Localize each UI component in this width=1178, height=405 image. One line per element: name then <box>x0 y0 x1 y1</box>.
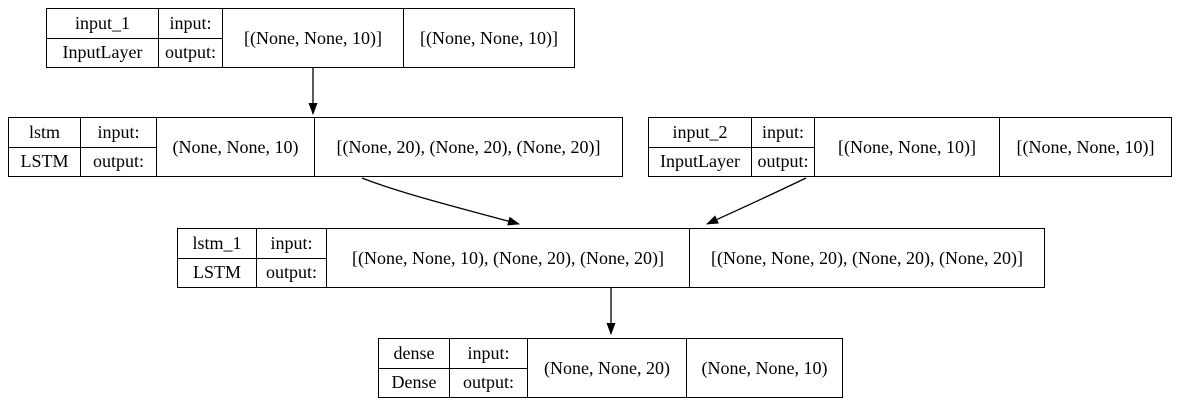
output-label: output: <box>265 262 317 283</box>
layer-name-type-cell: dense Dense <box>379 339 449 397</box>
output-label: output: <box>164 42 216 63</box>
input-label: input: <box>450 339 527 369</box>
input-label: input: <box>257 229 326 259</box>
layer-name: dense <box>379 339 449 369</box>
edge-lstm-to-lstm_1-arrow-icon <box>361 177 520 226</box>
layer-node-input_2: input_2 InputLayer input: output: [(None… <box>648 117 1172 177</box>
layer-node-lstm: lstm LSTM input: output: (None, None, 10… <box>8 117 623 177</box>
layer-name: input_2 <box>649 118 751 148</box>
output-shape: [(None, 20), (None, 20), (None, 20)] <box>314 118 622 176</box>
output-label: output: <box>757 151 809 172</box>
layer-name: input_1 <box>47 9 158 39</box>
output-label: output: <box>462 372 514 393</box>
input-label: input: <box>159 9 222 39</box>
input-shape: (None, None, 10) <box>156 118 314 176</box>
layer-node-input_1: input_1 InputLayer input: output: [(None… <box>46 8 575 68</box>
output-shape: [(None, None, 10)] <box>403 9 574 67</box>
output-shape: [(None, None, 10)] <box>999 118 1171 176</box>
layer-type: InputLayer <box>660 151 740 172</box>
input-label: input: <box>81 118 156 148</box>
layer-name-type-cell: lstm_1 LSTM <box>178 229 256 287</box>
io-labels-cell: input: output: <box>80 118 156 176</box>
layer-type: LSTM <box>20 151 69 172</box>
layer-type: Dense <box>391 372 437 393</box>
layer-name-type-cell: lstm LSTM <box>9 118 80 176</box>
input-label: input: <box>752 118 814 148</box>
layer-type: LSTM <box>192 262 241 283</box>
input-shape: [(None, None, 10)] <box>222 9 403 67</box>
output-shape: (None, None, 10) <box>686 339 842 397</box>
layer-name: lstm <box>9 118 80 148</box>
input-shape: [(None, None, 10), (None, 20), (None, 20… <box>326 229 689 287</box>
io-labels-cell: input: output: <box>751 118 814 176</box>
io-labels-cell: input: output: <box>449 339 527 397</box>
output-label: output: <box>92 151 144 172</box>
layer-node-dense: dense Dense input: output: (None, None, … <box>378 338 843 398</box>
io-labels-cell: input: output: <box>256 229 326 287</box>
layer-node-lstm_1: lstm_1 LSTM input: output: [(None, None,… <box>177 228 1045 288</box>
layer-name-type-cell: input_1 InputLayer <box>47 9 158 67</box>
edge-input_2-to-lstm_1-arrow-icon <box>706 177 807 225</box>
layer-type: InputLayer <box>62 42 143 63</box>
input-shape: (None, None, 20) <box>527 339 686 397</box>
io-labels-cell: input: output: <box>158 9 222 67</box>
layer-name-type-cell: input_2 InputLayer <box>649 118 751 176</box>
layer-name: lstm_1 <box>178 229 256 259</box>
output-shape: [(None, None, 20), (None, 20), (None, 20… <box>689 229 1044 287</box>
input-shape: [(None, None, 10)] <box>814 118 999 176</box>
